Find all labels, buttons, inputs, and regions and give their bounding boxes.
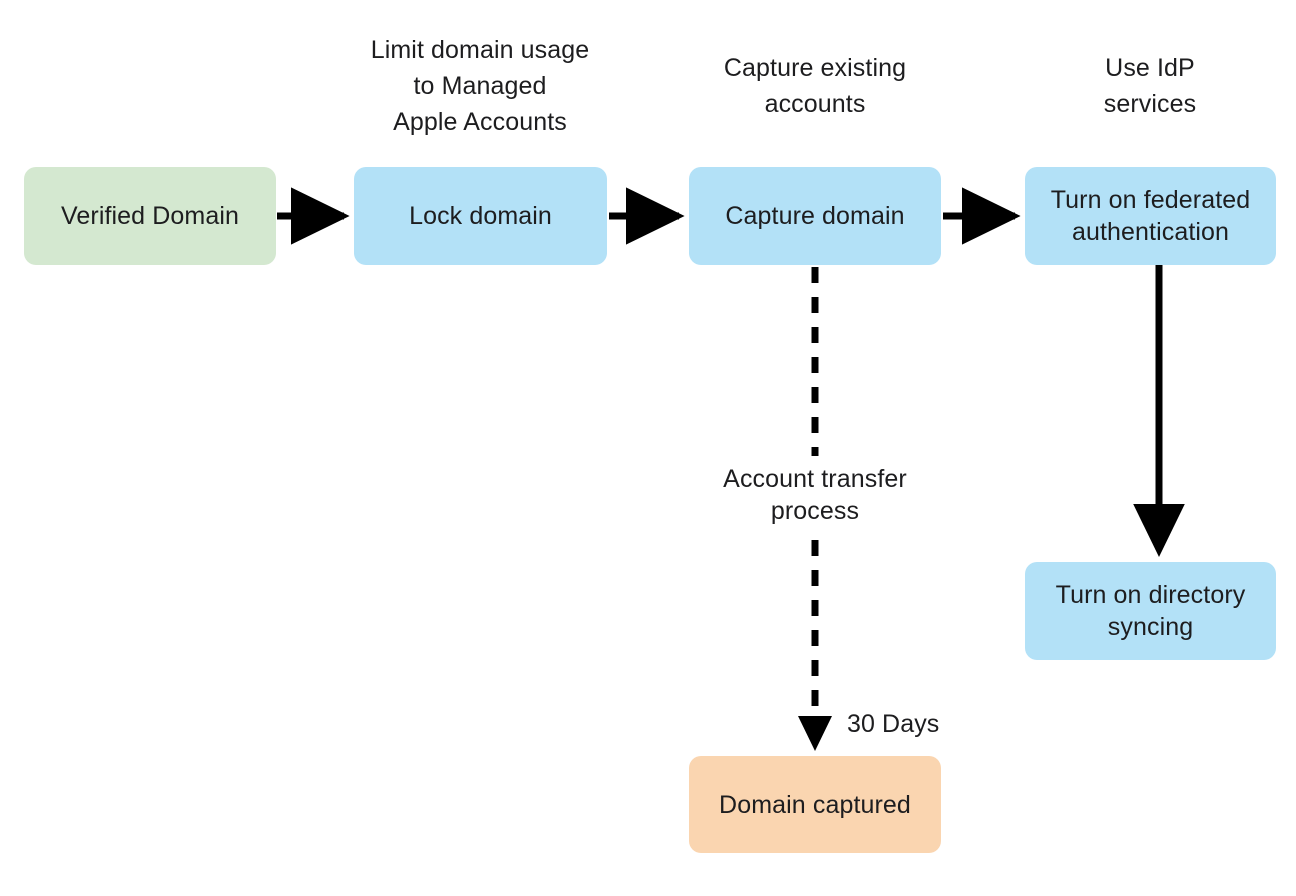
- node-lock-domain[interactable]: Lock domain: [354, 167, 607, 265]
- node-turn-on-directory-syncing-label: Turn on directory syncing: [1055, 581, 1246, 641]
- caption-limit-domain-usage: Limit domain usage to Managed Apple Acco…: [370, 36, 590, 136]
- caption-capture-existing-accounts: Capture existing accounts: [723, 54, 907, 118]
- edge-label-30-days: 30 Days: [847, 710, 940, 738]
- node-lock-domain-label: Lock domain: [409, 202, 552, 230]
- node-verified-domain-label: Verified Domain: [61, 202, 239, 230]
- node-turn-on-federated-authentication-label: Turn on federated authentication: [1050, 186, 1251, 246]
- node-turn-on-directory-syncing[interactable]: Turn on directory syncing: [1025, 562, 1276, 660]
- node-verified-domain[interactable]: Verified Domain: [24, 167, 276, 265]
- caption-use-idp-services: Use IdP services: [1103, 54, 1197, 118]
- node-domain-captured-label: Domain captured: [719, 790, 911, 819]
- edge-capture-to-domain-captured-arrowhead: [798, 716, 832, 751]
- node-domain-captured[interactable]: Domain captured: [689, 756, 941, 853]
- node-capture-domain[interactable]: Capture domain: [689, 167, 941, 265]
- edge-label-account-transfer-process: Account transfer process: [723, 465, 907, 525]
- node-turn-on-federated-authentication[interactable]: Turn on federated authentication: [1025, 167, 1276, 265]
- node-capture-domain-label: Capture domain: [725, 202, 905, 230]
